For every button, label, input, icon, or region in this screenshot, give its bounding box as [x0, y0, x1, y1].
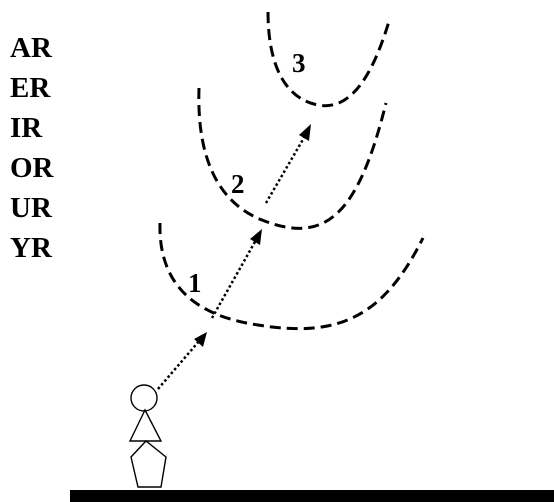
person-body [128, 408, 163, 442]
ground-line [70, 490, 554, 502]
letter-group-ar: AR [10, 32, 53, 64]
person-icon [128, 384, 167, 488]
stage-label-1: 1 [188, 268, 202, 298]
progress-arrows [157, 124, 311, 390]
stage-curve-2 [197, 87, 388, 230]
stage-curve-3 [266, 11, 392, 108]
dotted-arrow-1 [157, 339, 201, 390]
person-head [130, 384, 158, 412]
letter-group-ur: UR [10, 192, 53, 224]
arrowhead-1 [194, 332, 207, 347]
arrowhead-3 [299, 124, 311, 141]
person-legs [130, 440, 167, 488]
stage-label-2: 2 [231, 169, 245, 199]
stage-label-3: 3 [292, 48, 306, 78]
letter-group-yr: YR [10, 232, 53, 264]
stage-labels: 1 2 3 [188, 48, 306, 298]
arrowhead-2 [250, 229, 262, 245]
letter-group-list: AR ER IR OR UR YR [10, 32, 55, 264]
stage-curves [158, 11, 425, 331]
letter-group-er: ER [10, 72, 51, 104]
letter-group-or: OR [10, 152, 55, 184]
letter-group-ir: IR [10, 112, 43, 144]
stage-curve-1 [158, 222, 425, 331]
dotted-arrow-2 [210, 239, 258, 319]
dotted-arrow-3 [264, 135, 307, 204]
